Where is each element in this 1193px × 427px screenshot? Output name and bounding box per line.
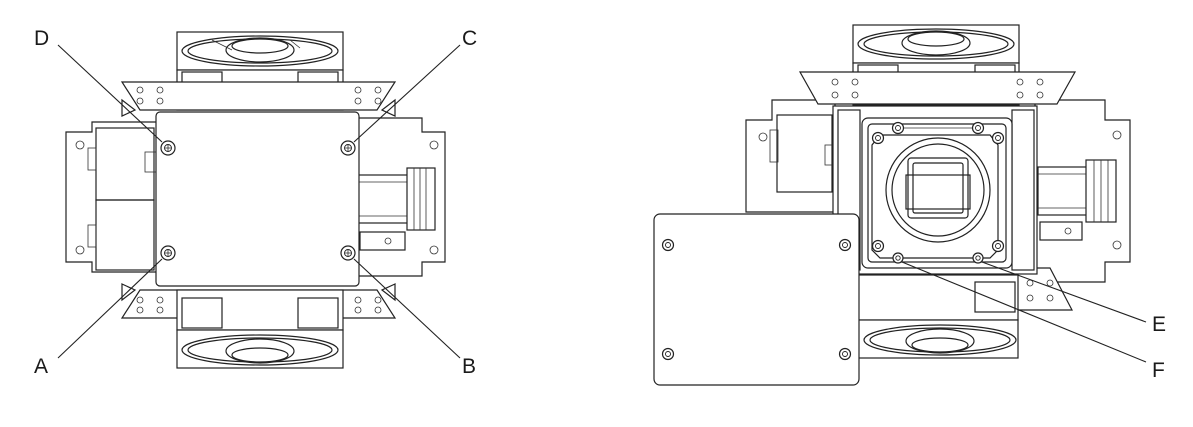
inner-screw-tr: [971, 121, 985, 135]
inner-housing: [861, 117, 1013, 269]
inner-screw-ml: [871, 131, 885, 145]
callout-e: E: [1152, 313, 1166, 336]
right-view-left-bracket: [745, 99, 836, 213]
callout-c: C: [462, 27, 477, 50]
screw-e: [972, 252, 984, 264]
leader-line-c: [353, 44, 461, 143]
right-view-right-bracket: [1034, 99, 1131, 283]
callout-a: A: [34, 355, 48, 378]
screw-f: [892, 252, 904, 264]
leader-line-a: [57, 258, 163, 359]
right-view-top-plate: [798, 71, 1077, 105]
left-view-assembly: D C A B: [34, 27, 477, 378]
cover-plate: [155, 111, 360, 287]
leader-line-e: [981, 261, 1147, 323]
inner-screw-mr: [991, 131, 1005, 145]
top-mounting-plate: [120, 81, 397, 117]
right-view-bottom-fan: [857, 274, 1019, 359]
right-side-bracket: [354, 117, 446, 277]
leader-line-f: [901, 261, 1147, 363]
leader-line-d: [57, 44, 163, 143]
inner-screw-tl: [891, 121, 905, 135]
inner-screw-br: [991, 239, 1005, 253]
right-view-assembly: E F: [653, 24, 1166, 386]
callout-d: D: [34, 27, 49, 50]
bottom-fan: [176, 289, 344, 369]
callout-b: B: [462, 355, 476, 378]
callout-f: F: [1152, 359, 1165, 382]
removed-cover-plate: [653, 213, 860, 386]
leader-line-b: [353, 258, 461, 359]
left-side-bracket: [65, 121, 161, 273]
screw-d: [160, 140, 176, 156]
inner-screw-bl: [871, 239, 885, 253]
screw-b: [340, 245, 356, 261]
screw-a: [160, 245, 176, 261]
screw-c: [340, 140, 356, 156]
